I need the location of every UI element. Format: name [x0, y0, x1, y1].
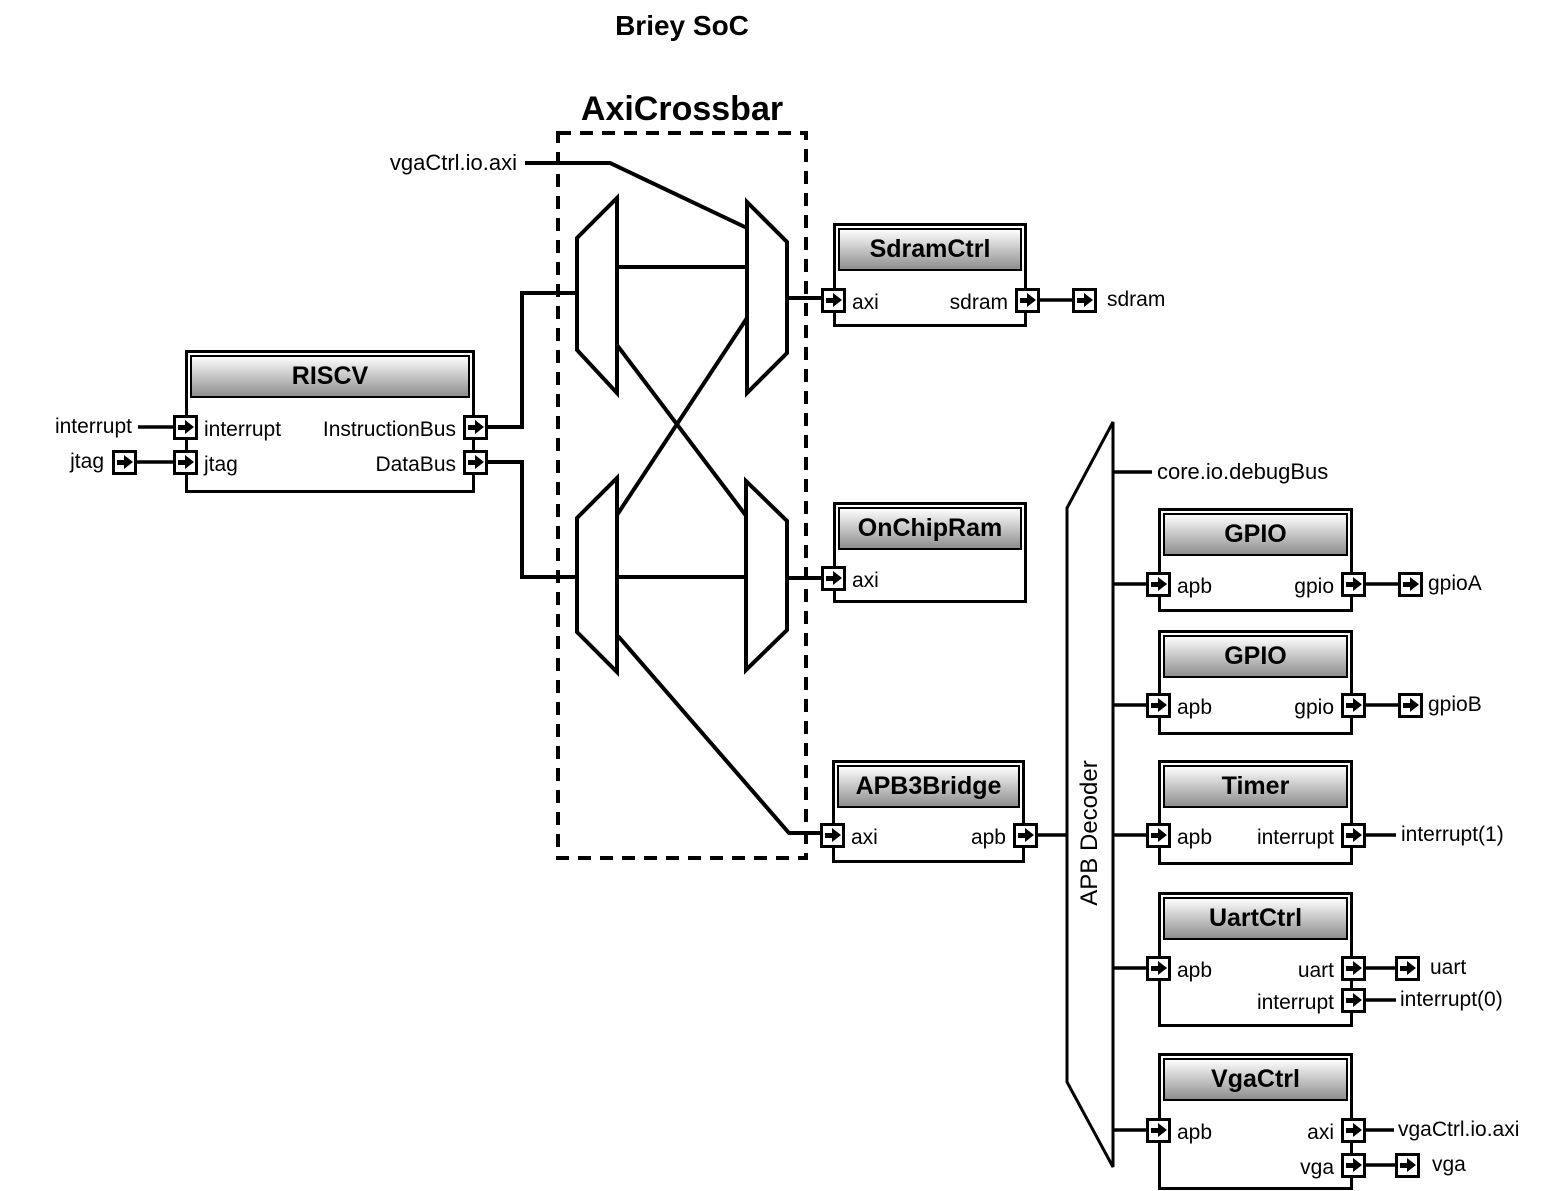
- port-arrow-icon-sdramctrl-axi-in: [821, 288, 846, 313]
- block-sdramctrl: SdramCtrl axi sdram: [833, 223, 1027, 327]
- port-arrow-icon-riscv-interrupt-in: [173, 415, 198, 440]
- port-arrow-icon-uartctrl-apb-in: [1146, 956, 1171, 981]
- port-arrow-icon-gpio-b-apb-in: [1146, 693, 1171, 718]
- block-onchipram-title: OnChipRam: [838, 507, 1022, 550]
- block-gpio-b: GPIO apb gpio: [1158, 630, 1353, 735]
- block-timer: Timer apb interrupt: [1158, 760, 1353, 865]
- external-pin-icon-jtag: [112, 450, 137, 475]
- shape-apb-decoder: [1065, 421, 1115, 1168]
- shape-ram-mux: [744, 476, 789, 675]
- external-pin-icon-vga: [1395, 1153, 1420, 1178]
- external-pin-icon-sdram: [1072, 288, 1097, 313]
- external-label-gpiob: gpioB: [1428, 693, 1482, 716]
- port-label-timer-apb: apb: [1177, 826, 1213, 849]
- port-arrow-icon-apb3bridge-axi-in: [820, 823, 845, 848]
- port-arrow-icon-onchipram-axi-in: [821, 566, 846, 591]
- external-label-sdram: sdram: [1107, 288, 1166, 311]
- net-label-vgactrl-io-axi-top: vgaCtrl.io.axi: [389, 150, 517, 175]
- port-label-uartctrl-uart: uart: [1297, 959, 1334, 982]
- port-label-sdramctrl-sdram: sdram: [949, 291, 1008, 314]
- port-arrow-icon-riscv-databus-out: [463, 450, 488, 475]
- shape-instructionbus-demux: [575, 193, 619, 399]
- port-arrow-icon-vgactrl-apb-in: [1146, 1118, 1171, 1143]
- port-label-gpio-a-apb: apb: [1177, 575, 1213, 598]
- external-pin-icon-gpioa: [1398, 572, 1423, 597]
- port-label-gpio-b-apb: apb: [1177, 696, 1213, 719]
- port-label-riscv-jtag: jtag: [204, 453, 238, 476]
- block-uartctrl: UartCtrl apb uart interrupt: [1158, 892, 1353, 1027]
- external-label-vga: vga: [1432, 1153, 1466, 1176]
- port-label-vgactrl-axi: axi: [1307, 1121, 1334, 1144]
- port-arrow-icon-riscv-instructionbus-out: [463, 415, 488, 440]
- port-arrow-icon-riscv-jtag-in: [173, 450, 198, 475]
- port-label-sdramctrl-axi: axi: [852, 291, 879, 314]
- port-arrow-icon-timer-apb-in: [1146, 823, 1171, 848]
- block-uartctrl-title: UartCtrl: [1163, 897, 1348, 940]
- block-apb3bridge-title: APB3Bridge: [837, 765, 1020, 808]
- port-label-gpio-b-gpio: gpio: [1294, 696, 1334, 719]
- port-label-vgactrl-vga: vga: [1300, 1156, 1334, 1179]
- port-label-uartctrl-interrupt: interrupt: [1256, 991, 1334, 1014]
- block-riscv-title: RISCV: [190, 355, 470, 398]
- port-label-onchipram-axi: axi: [852, 569, 879, 592]
- block-gpio-a: GPIO apb gpio: [1158, 508, 1353, 612]
- port-arrow-icon-apb3bridge-apb-out: [1013, 823, 1038, 848]
- wire-ddemux-to-sdram-mux: [615, 316, 749, 517]
- port-arrow-icon-vgactrl-vga-out: [1341, 1153, 1366, 1178]
- wire-vgactrl-axi-to-crossbar: [525, 161, 748, 230]
- block-onchipram: OnChipRam axi: [833, 502, 1027, 603]
- net-label-core-io-debugbus: core.io.debugBus: [1157, 459, 1329, 484]
- block-apb3bridge: APB3Bridge axi apb: [832, 760, 1025, 863]
- external-pin-icon-gpiob: [1398, 693, 1423, 718]
- external-label-interrupt: interrupt: [54, 415, 132, 438]
- shape-sdram-mux: [745, 197, 789, 398]
- wire-databus: [487, 460, 577, 579]
- port-label-uartctrl-apb: apb: [1177, 959, 1213, 982]
- port-arrow-icon-gpio-a-apb-in: [1146, 572, 1171, 597]
- wire-ddemux-to-apb3bridge: [616, 634, 820, 835]
- external-label-uart: uart: [1430, 956, 1467, 979]
- block-vgactrl: VgaCtrl apb axi vga: [1158, 1053, 1353, 1190]
- block-sdramctrl-title: SdramCtrl: [838, 228, 1022, 271]
- external-pin-icon-uart: [1395, 956, 1420, 981]
- port-arrow-icon-sdramctrl-sdram-out: [1015, 288, 1040, 313]
- port-arrow-icon-gpio-b-gpio-out: [1341, 693, 1366, 718]
- port-arrow-icon-vgactrl-axi-out: [1341, 1118, 1366, 1143]
- port-arrow-icon-uartctrl-uart-out: [1341, 956, 1366, 981]
- port-label-riscv-databus: DataBus: [375, 453, 456, 476]
- port-arrow-icon-timer-interrupt-out: [1341, 823, 1366, 848]
- shape-databus-demux: [575, 473, 619, 677]
- wire-idemux-to-ram-mux: [615, 343, 749, 519]
- block-gpio-a-title: GPIO: [1163, 513, 1348, 556]
- wire-instructionbus: [487, 291, 577, 429]
- port-label-apb3bridge-axi: axi: [851, 826, 878, 849]
- port-label-vgactrl-apb: apb: [1177, 1121, 1213, 1144]
- block-timer-title: Timer: [1163, 765, 1348, 808]
- port-label-riscv-instructionbus: InstructionBus: [322, 418, 456, 441]
- port-label-apb3bridge-apb: apb: [970, 826, 1006, 849]
- port-label-riscv-interrupt: interrupt: [204, 418, 282, 441]
- port-label-gpio-a-gpio: gpio: [1294, 575, 1334, 598]
- port-arrow-icon-uartctrl-interrupt-out: [1341, 988, 1366, 1013]
- block-gpio-b-title: GPIO: [1163, 635, 1348, 678]
- apb-decoder-label: APB Decoder: [1076, 760, 1103, 906]
- port-label-timer-interrupt: interrupt: [1256, 826, 1334, 849]
- port-arrow-icon-gpio-a-gpio-out: [1341, 572, 1366, 597]
- external-label-interrupt0: interrupt(0): [1400, 988, 1503, 1011]
- external-label-vgactrl-io-axi: vgaCtrl.io.axi: [1398, 1118, 1520, 1141]
- block-vgactrl-title: VgaCtrl: [1163, 1058, 1348, 1101]
- external-label-interrupt1: interrupt(1): [1401, 823, 1504, 846]
- external-label-jtag: jtag: [70, 450, 104, 473]
- axicrossbar-label: AxiCrossbar: [580, 90, 784, 128]
- page-title: Briey SoC: [615, 10, 749, 41]
- external-label-gpioa: gpioA: [1428, 572, 1482, 595]
- block-riscv: RISCV interrupt jtag InstructionBus Data…: [185, 350, 475, 493]
